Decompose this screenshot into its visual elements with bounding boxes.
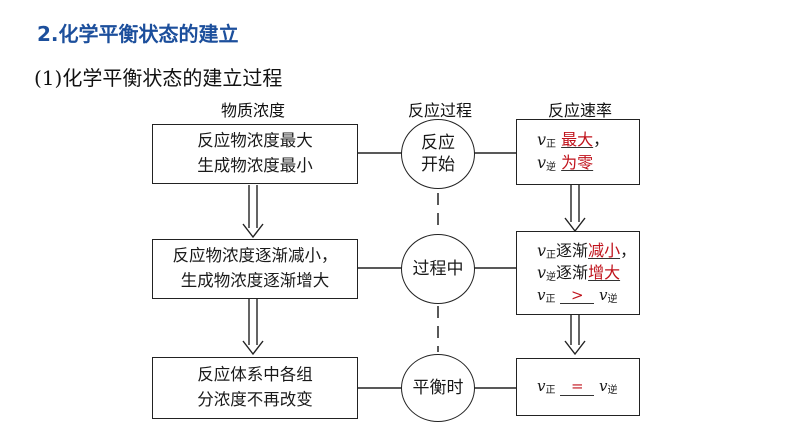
concentration-line: 生成物浓度最小: [197, 156, 313, 175]
stage-label: 开始: [421, 155, 455, 175]
reverse-rate-symbol: v: [599, 285, 608, 304]
rate-box-start: v正 最大， v逆 为零: [516, 119, 640, 185]
answer-compare-greater: >: [560, 287, 595, 305]
answer-reverse-increase: 增大: [588, 263, 621, 283]
stage-label: 反应: [421, 132, 455, 153]
reverse-rate-subscript: 逆: [546, 162, 557, 173]
rate-reverse-line: v逆逐渐增大: [537, 262, 639, 285]
stage-circle-process: 过程中: [401, 234, 475, 304]
stage-circle-equilibrium: 平衡时: [401, 354, 475, 422]
forward-rate-symbol: v: [537, 130, 547, 149]
rate-box-equilibrium: v正 = v逆: [516, 358, 640, 416]
right-arrow-2: [564, 315, 586, 356]
sub-heading: (1)化学平衡状态的建立过程: [34, 66, 283, 90]
forward-rate-subscript: 正: [545, 293, 556, 305]
rate-forward-line: v正逐渐减小，: [537, 240, 639, 263]
column-header-rate: 反应速率: [547, 101, 613, 120]
reverse-rate-symbol: v: [537, 153, 547, 172]
concentration-line: 反应体系中各组: [197, 365, 313, 385]
column-header-concentration: 物质浓度: [220, 101, 286, 120]
concentration-line: 生成物浓度逐渐增大: [180, 271, 330, 290]
concentration-box-process: 反应物浓度逐渐减小， 生成物浓度逐渐增大: [152, 239, 358, 299]
rate-compare-line: v正 > v逆: [537, 285, 639, 307]
reverse-rate-symbol: v: [537, 263, 547, 283]
forward-rate-subscript: 正: [546, 139, 557, 150]
stage-circle-start: 反应 开始: [401, 119, 475, 189]
forward-rate-symbol: v: [537, 240, 547, 260]
left-arrow-1: [242, 185, 264, 239]
concentration-box-equilibrium: 反应体系中各组 分浓度不再改变: [152, 357, 358, 419]
punctuation: ，: [620, 240, 637, 260]
punctuation: ，: [593, 130, 610, 149]
right-arrow-1: [564, 185, 586, 233]
stage-label: 平衡时: [412, 377, 464, 398]
reverse-rate-subscript: 逆: [546, 272, 557, 284]
stage-label: 过程中: [412, 258, 464, 279]
reverse-rate-subscript: 逆: [607, 293, 618, 305]
left-arrow-2: [242, 299, 264, 356]
forward-rate-symbol: v: [537, 377, 546, 395]
rate-reverse-line: v逆 为零: [537, 152, 639, 175]
concentration-line: 分浓度不再改变: [197, 390, 313, 409]
concentration-line: 反应物浓度最大: [197, 131, 313, 151]
answer-forward-decrease: 减小: [588, 240, 621, 260]
forward-prefix: 逐渐: [556, 240, 589, 260]
forward-rate-symbol: v: [537, 285, 546, 304]
forward-rate-subscript: 正: [545, 385, 556, 396]
rate-box-process: v正逐渐减小， v逆逐渐增大 v正 > v逆: [516, 231, 640, 315]
answer-compare-equal: =: [560, 378, 595, 396]
forward-rate-subscript: 正: [546, 249, 557, 261]
rate-forward-line: v正 最大，: [537, 129, 639, 152]
answer-forward-max: 最大: [561, 130, 594, 149]
column-header-process: 反应过程: [407, 101, 473, 120]
reverse-prefix: 逐渐: [556, 263, 589, 283]
rate-compare-line: v正 = v逆: [537, 376, 639, 398]
reverse-rate-symbol: v: [599, 377, 608, 395]
concentration-line: 反应物浓度逐渐减小，: [172, 246, 338, 266]
concentration-box-start: 反应物浓度最大 生成物浓度最小: [152, 124, 358, 184]
answer-reverse-zero: 为零: [561, 153, 594, 172]
reverse-rate-subscript: 逆: [607, 385, 618, 396]
section-heading: 2.化学平衡状态的建立: [37, 22, 239, 46]
